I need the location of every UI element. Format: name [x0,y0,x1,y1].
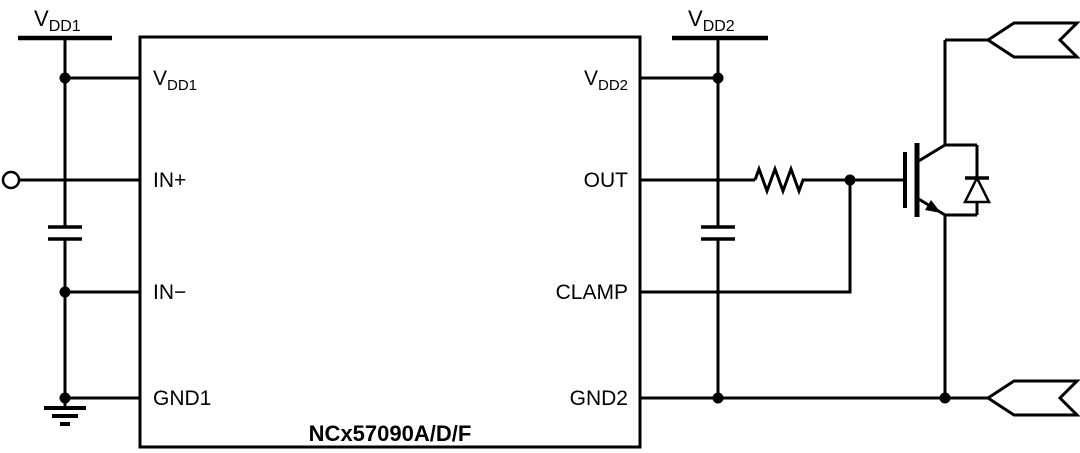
input-terminal [1,170,21,190]
pin-gnd2-label: GND2 [570,387,628,410]
vdd2-rail-label: VDD2 [688,6,735,35]
earth-ground-symbol [44,406,86,426]
pin-vdd2-label-sub: DD2 [598,77,628,94]
pin-clamp-label: CLAMP [556,281,628,304]
junction-dot [59,392,71,404]
pin-gnd1-label: GND1 [153,387,211,410]
freewheel-diode [945,143,992,217]
igbt [903,143,946,217]
vdd2-rail-label-sub: DD2 [703,18,735,35]
pin-vdd1-label-base: V [153,67,167,90]
vdd1-rail-label-sub: DD1 [49,18,81,35]
junction-dot [844,174,856,186]
pin-vdd2-label-base: V [584,67,598,90]
vdd1-rail-label-base: V [34,6,49,31]
vdd2-decoupling-capacitor [701,225,735,241]
pin-in-plus-label: IN+ [153,169,186,192]
igbt-collector-lead [916,143,946,164]
vdd2-rail-label-base: V [688,6,703,31]
igbt-emitter-arrow [925,200,941,213]
connector-tag-top [985,21,1080,59]
diode-triangle [962,175,992,204]
ic-part-number-label: NCx57090A/D/F [309,421,472,446]
wire-clamp [640,180,852,294]
pin-vdd1-label: VDD1 [153,67,197,94]
pin-in-minus-label: IN− [153,281,186,304]
pin-vdd2-label: VDD2 [584,67,628,94]
junction-dot [59,286,71,298]
pin-out-label: OUT [584,169,629,192]
junction-dot [712,392,724,404]
connector-tag-bottom [985,379,1080,417]
vdd1-decoupling-capacitor [48,225,82,241]
ic-body [138,35,642,449]
pin-vdd1-label-sub: DD1 [167,77,197,94]
junction-dot [59,72,71,84]
gate-resistor [753,164,810,196]
vdd1-rail-label: VDD1 [34,6,81,35]
junction-dot [712,72,724,84]
